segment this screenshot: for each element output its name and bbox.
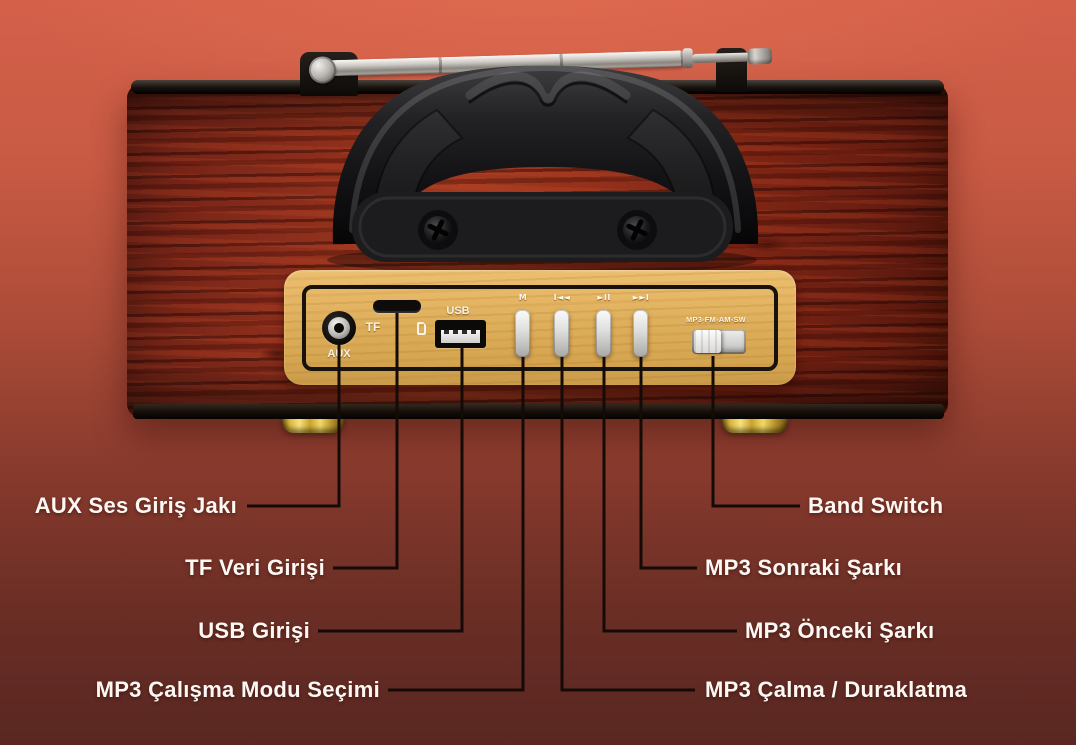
tf-printed-label: TF — [365, 320, 381, 334]
usb-pin — [471, 330, 476, 334]
panel-inner-border — [302, 285, 778, 371]
handle-mount-plate-highlight — [358, 196, 727, 258]
usb-port-tongue — [441, 330, 480, 343]
panel-button-2 — [554, 310, 569, 357]
handle-notch-line — [468, 81, 628, 107]
aux-printed-label: AUX — [327, 348, 351, 360]
prev-button-glyph: I◄◄ — [553, 293, 571, 302]
handle-bevel-line — [465, 71, 631, 103]
handle-sheen — [349, 65, 741, 233]
handle-screw-left — [418, 210, 458, 250]
handle-arch — [332, 65, 759, 244]
carry-handle — [327, 65, 759, 272]
play-button-glyph: ►II — [597, 293, 611, 302]
sd-card-icon — [417, 322, 426, 335]
usb-pin — [453, 330, 458, 334]
usb-printed-label: USB — [446, 305, 470, 317]
handle-grip-texture-right — [626, 108, 717, 216]
callout-label-tf: TF Veri Girişi — [185, 555, 325, 580]
usb-pin — [462, 330, 467, 334]
handle-mount-plate — [352, 192, 733, 262]
handle-screw-right — [617, 210, 657, 250]
panel-button-3 — [596, 310, 611, 357]
callout-label-next: MP3 Sonraki Şarkı — [705, 555, 903, 580]
panel-button-4 — [633, 310, 648, 357]
band-switch-knob — [694, 330, 721, 353]
body-bottom-rail — [133, 404, 944, 419]
band-switch-printed-label: MP3-FM-AM-SW — [686, 315, 746, 324]
callout-label-mode: MP3 Çalışma Modu Seçimi — [95, 677, 380, 702]
next-button-glyph: ►►I — [632, 293, 650, 302]
callout-label-band-switch: Band Switch — [808, 493, 944, 518]
tf-card-slot — [373, 300, 421, 313]
callout-label-play-pause: MP3 Çalma / Duraklatma — [705, 677, 968, 702]
callout-label-usb: USB Girişi — [198, 618, 310, 643]
mode-button — [515, 310, 530, 357]
mode-button-glyph: M — [518, 293, 528, 302]
callout-label-aux: AUX Ses Giriş Jakı — [34, 493, 237, 518]
handle-grip-texture-left — [373, 108, 464, 216]
aux-jack-hole — [334, 323, 344, 333]
control-panel: AUX TF USB M I◄◄ ►II ►►I MP3-FM-AM-SW — [284, 270, 796, 385]
usb-pin — [444, 330, 449, 334]
callout-label-previous: MP3 Önceki Şarkı — [745, 618, 935, 643]
